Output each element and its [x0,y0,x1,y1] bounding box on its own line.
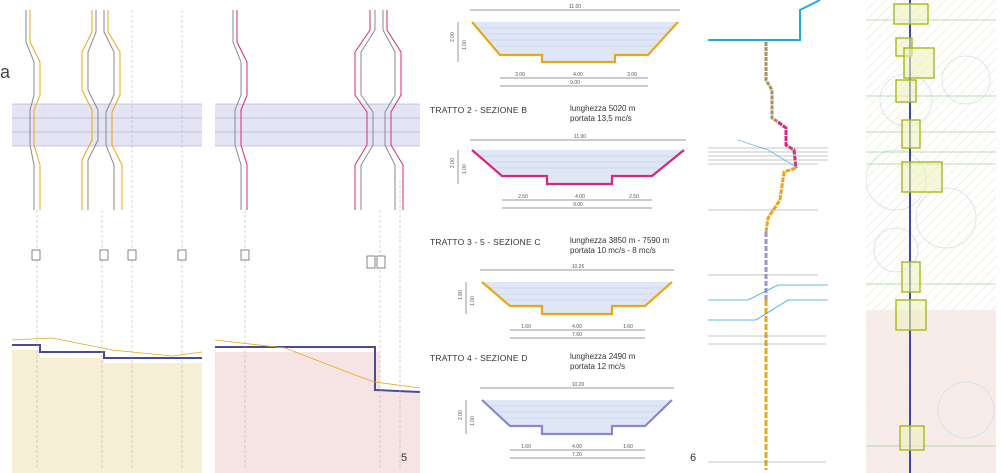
dim-bot-left: 1.60 [521,324,531,330]
dim-bot-left: 1.60 [521,444,531,450]
section-length: lunghezza 5020 m [570,104,636,113]
duct-lines [232,10,404,470]
dim-bot-left: 3.00 [515,72,525,78]
dim-bot-right: 1.60 [623,324,633,330]
section-drawing-d: 10.20 2.00 1.00 1.60 4.00 1.60 7.20 [458,382,674,459]
dim-top: 10.20 [572,382,585,388]
dim-inner-h: 1.00 [470,296,476,306]
ground-section [215,352,420,473]
channel-profile [471,21,679,64]
dim-bottom: 9.00 [573,202,583,208]
dim-bot-right: 2.50 [629,194,639,200]
dim-left-h: 2.00 [450,158,456,168]
dim-top: 11.00 [574,134,586,140]
crossing-band [215,104,420,146]
section-markers [31,249,187,261]
plan-diagram [866,0,996,473]
dim-bottom: 9.00 [570,80,580,86]
channel-profile [481,281,673,316]
section-length: lunghezza 2490 m [570,352,636,361]
section-title-c: TRATTO 3 - 5 - SEZIONE C [430,237,541,247]
dim-left-h: 2.00 [450,32,456,42]
ground-section [12,350,202,473]
dim-bottom: 7.20 [572,452,582,458]
channel-profile [471,149,685,186]
section-markers [240,249,386,269]
edge-letter: a [0,62,11,82]
cross-sections-panel: 11.00 2.00 1.00 3.00 4.00 3.00 9.00 TRAT… [430,0,705,473]
dim-bot-right: 1.60 [623,444,633,450]
section-title-b: TRATTO 2 - SEZIONE B [430,105,528,115]
section-drawing-b: 11.00 2.00 1.00 2.50 4.00 2.50 9.00 [450,134,686,209]
section-length: lunghezza 3850 m - 7590 m [570,236,670,245]
dim-inner-h: 1.00 [470,416,476,426]
section-info-c: lunghezza 3850 m - 7590 m portata 10 mc/… [570,236,669,256]
dim-bot-right: 3.00 [627,72,637,78]
section-flow: portata 12 mc/s [570,362,626,371]
dim-top: 10.26 [572,264,585,270]
dim-bot-mid: 4.00 [572,444,582,450]
channel-profile [481,399,673,436]
profile-panel-1 [12,10,203,473]
dim-bot-mid: 4.00 [572,324,582,330]
dim-bot-mid: 4.00 [575,194,585,200]
node-boxes [893,3,943,451]
section-flow: portata 10 mc/s - 8 mc/s [570,246,656,255]
dim-inner-h: 1.00 [462,40,468,50]
dim-bot-left: 2.50 [518,194,528,200]
section-drawing-a: 11.00 2.00 1.00 3.00 4.00 3.00 9.00 [450,4,680,87]
dim-top: 11.00 [569,4,581,10]
dim-left-h: 2.00 [458,410,464,420]
figure-number-6: 6 [690,452,697,464]
section-info-b: lunghezza 5020 m portata 13,5 mc/s [570,104,635,124]
dim-inner-h: 1.00 [462,164,468,174]
section-info-d: lunghezza 2490 m portata 12 mc/s [570,352,635,372]
section-drawing-c: 10.26 1.80 1.00 1.60 4.00 1.60 7.60 [458,264,674,339]
section-flow: portata 13,5 mc/s [570,114,632,123]
duct-lines [25,10,183,470]
dim-left-h: 1.80 [458,290,464,300]
figure-number-5: 5 [401,452,408,464]
dim-bottom: 7.60 [572,332,582,338]
profile-panel-2 [215,10,421,473]
route-diagram [708,0,828,470]
dim-bot-mid: 4.00 [573,72,583,78]
section-title-d: TRATTO 4 - SEZIONE D [430,353,528,363]
